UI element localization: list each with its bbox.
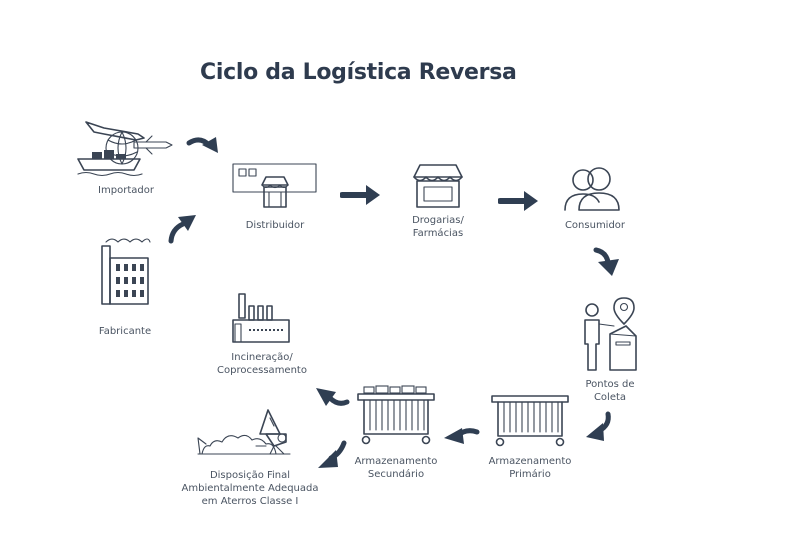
arrow-collection-to-primary (584, 411, 614, 443)
consumer-label: Consumidor (564, 220, 626, 231)
distributor-label: Distribuidor (245, 220, 305, 231)
secondary-storage-label-1: Armazenamento (354, 456, 438, 467)
collection-point-label-1: Pontos de (585, 379, 635, 390)
factory-label: Fabricante (98, 326, 152, 337)
arrow-primary-to-secondary (442, 424, 480, 450)
distributor-icon (232, 163, 318, 209)
pharmacy-label-2: Farmácias (412, 228, 464, 239)
arrow-factory-to-distributor (166, 209, 198, 245)
importer-label: Importador (98, 185, 154, 196)
primary-storage-label-1: Armazenamento (488, 456, 572, 467)
arrow-consumer-to-collection (592, 246, 622, 278)
secondary-storage-icon (356, 384, 436, 448)
landfill-label-1: Disposição Final (209, 470, 291, 481)
primary-storage-label-2: Primário (509, 469, 551, 480)
secondary-storage-label-2: Secundário (367, 469, 425, 480)
consumer-icon (561, 166, 625, 214)
arrow-pharmacy-to-consumer (498, 189, 540, 213)
pharmacy-icon (412, 163, 464, 209)
pharmacy-label-1: Drogarias/ (412, 215, 464, 226)
arrow-secondary-to-incineration (314, 384, 350, 410)
arrow-importer-to-distributor (186, 133, 224, 159)
collection-point-icon (580, 296, 640, 372)
landfill-label-3: em Aterros Classe I (201, 496, 299, 507)
incineration-label-2: Coprocessamento (217, 365, 307, 376)
importer-icon (74, 118, 178, 178)
primary-storage-icon (490, 392, 570, 448)
incineration-label-1: Incineração/ (231, 352, 293, 363)
landfill-icon (196, 408, 292, 458)
collection-point-label-2: Coleta (593, 392, 627, 403)
diagram-title: Ciclo da Logística Reversa (200, 60, 517, 85)
factory-icon (98, 236, 152, 306)
incineration-icon (231, 292, 291, 344)
arrow-distributor-to-pharmacy (340, 183, 382, 207)
landfill-label-2: Ambientalmente Adequada (181, 483, 319, 494)
arrow-secondary-to-landfill (316, 440, 348, 472)
